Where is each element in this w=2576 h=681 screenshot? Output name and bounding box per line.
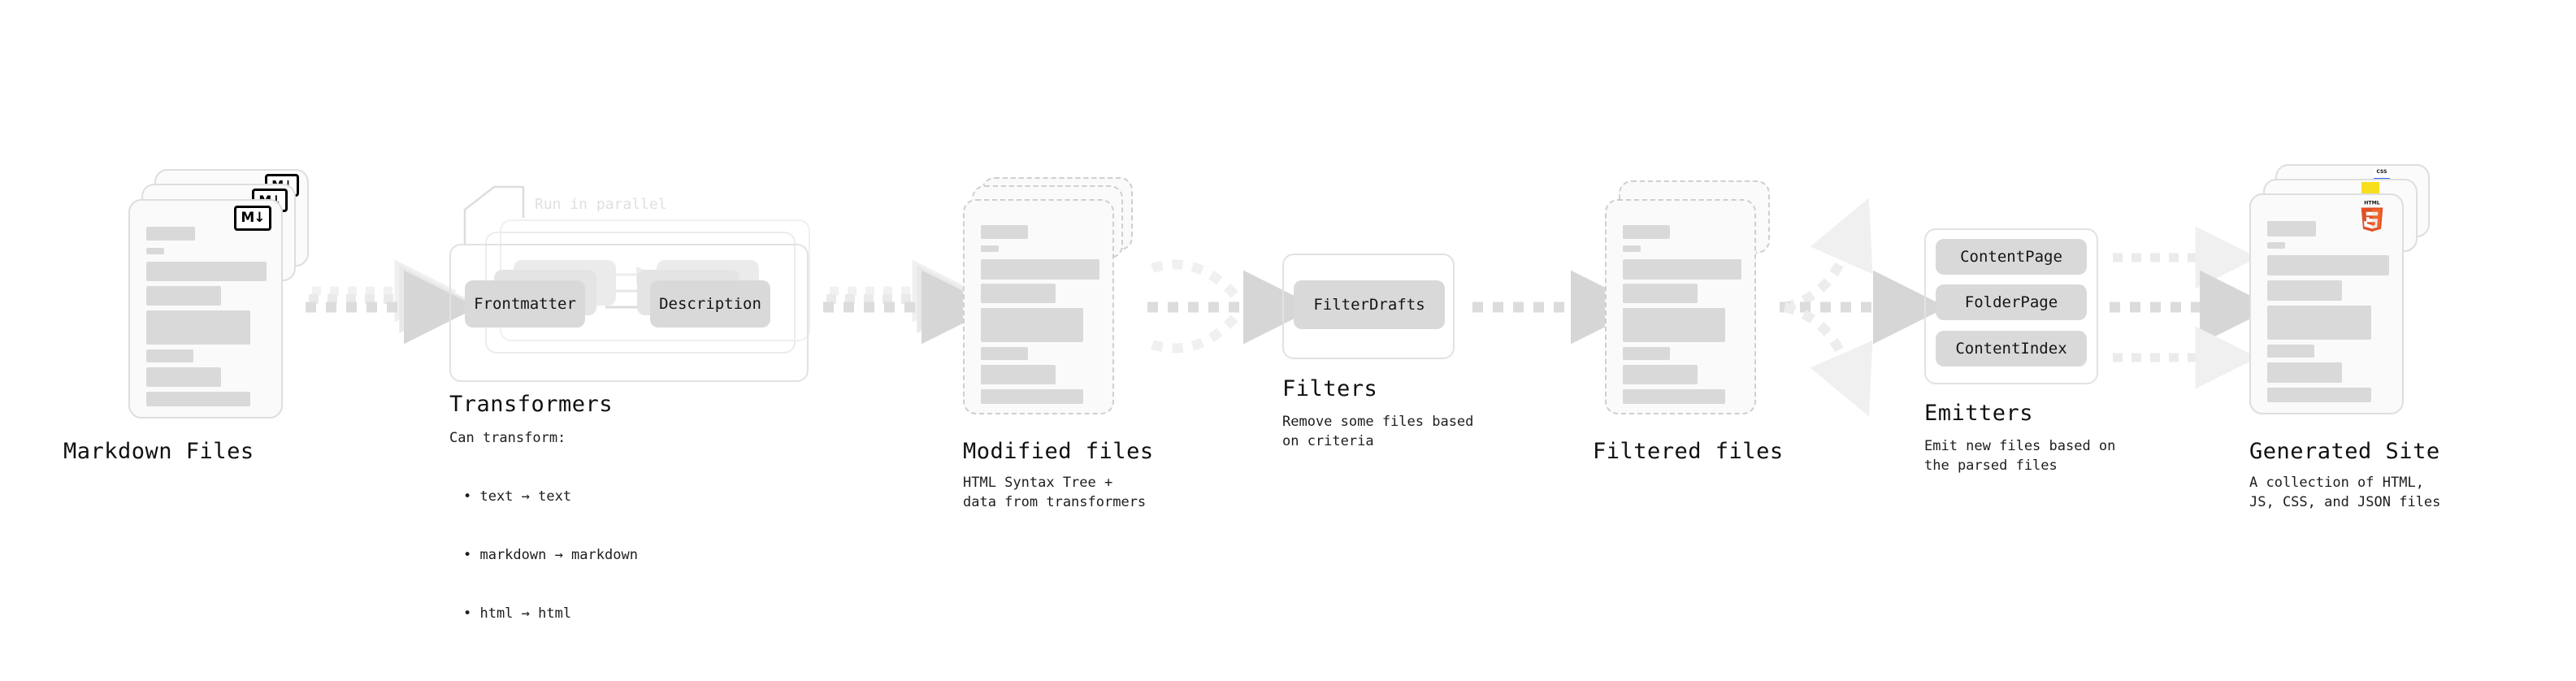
skeleton-block-1 — [2267, 255, 2389, 275]
skeleton-block-4 — [981, 347, 1028, 360]
skeleton-block-2 — [1623, 284, 1698, 303]
stage-title-modified-files: Modified files — [963, 439, 1154, 464]
skeleton-block-4 — [146, 349, 193, 362]
emitters-box — [1924, 228, 2098, 384]
skeleton-subtitle — [146, 248, 164, 254]
generated-site-description: A collection of HTML, JS, CSS, and JSON … — [2249, 475, 2441, 510]
stage-title-filtered-files: Filtered files — [1593, 439, 1784, 464]
skeleton-block-6 — [981, 389, 1083, 404]
skeleton-block-3 — [981, 308, 1083, 342]
emitters-pill-contentpage[interactable]: ContentPage — [1936, 239, 2087, 275]
stage-title-markdown-files: Markdown Files — [63, 439, 254, 464]
skeleton-block-1 — [1623, 259, 1741, 280]
skeleton-block-6 — [1623, 389, 1725, 404]
skeleton-subtitle — [981, 245, 999, 252]
run-in-parallel-bracket — [463, 185, 525, 244]
arrow-transformers-to-modified — [823, 259, 995, 345]
stage-title-generated-site: Generated Site — [2249, 439, 2440, 464]
modified-files-description: HTML Syntax Tree + data from transformer… — [963, 475, 1147, 510]
skeleton-subtitle — [1623, 245, 1641, 252]
skeleton-block-1 — [981, 259, 1099, 280]
skeleton-block-3 — [1623, 308, 1725, 342]
skeleton-heading — [1623, 225, 1670, 239]
arrow-markdown-to-transformers — [306, 259, 478, 345]
transformers-bullet-2: • markdown → markdown — [463, 547, 638, 563]
emitters-pill-folderpage[interactable]: FolderPage — [1936, 284, 2087, 320]
skeleton-block-2 — [146, 286, 221, 306]
skeleton-block-2 — [2267, 280, 2342, 301]
transformers-bullet-3: • html → html — [463, 605, 572, 622]
modified-card-front — [963, 199, 1114, 414]
skeleton-subtitle — [2267, 242, 2285, 249]
skeleton-block-3 — [146, 310, 250, 345]
skeleton-block-5 — [146, 367, 221, 387]
stage-title-emitters: Emitters — [1924, 401, 2034, 426]
skeleton-block-6 — [2267, 388, 2371, 402]
svg-text:HTML: HTML — [2364, 201, 2380, 206]
arrow-modified-to-filters — [1147, 259, 1317, 354]
skeleton-block-2 — [981, 284, 1056, 303]
stage-title-filters: Filters — [1282, 376, 1378, 401]
filters-box — [1282, 254, 1455, 359]
filtered-card-front — [1605, 199, 1756, 414]
transformer-pill-frontmatter[interactable]: Frontmatter — [465, 280, 585, 327]
skeleton-block-6 — [146, 392, 250, 406]
markdown-icon: M↓ — [234, 206, 271, 231]
transformers-description: Can transform: — [449, 430, 566, 446]
skeleton-heading — [981, 225, 1028, 239]
skeleton-heading — [146, 227, 195, 241]
transformers-bullet-1: • text → text — [463, 488, 572, 505]
run-in-parallel-label: Run in parallel — [535, 196, 667, 213]
arrow-filtered-to-emitters — [1780, 197, 1947, 417]
filters-pill-filterdrafts[interactable]: FilterDrafts — [1294, 280, 1445, 329]
transformer-box-front — [449, 244, 809, 382]
transformer-pill-description[interactable]: Description — [650, 280, 770, 327]
markdown-card-front — [128, 199, 283, 419]
skeleton-block-4 — [1623, 347, 1670, 360]
skeleton-block-5 — [1623, 365, 1698, 384]
skeleton-heading — [2267, 221, 2316, 236]
skeleton-block-5 — [981, 365, 1056, 384]
skeleton-block-5 — [2267, 362, 2342, 383]
transformers-bullet-list: • text → text • markdown → markdown • ht… — [463, 448, 638, 662]
filters-description: Remove some files based on criteria — [1282, 414, 1474, 449]
stage-title-transformers: Transformers — [449, 392, 614, 417]
html5-icon: HTML — [2361, 201, 2383, 232]
javascript-icon — [2361, 182, 2379, 194]
emitters-pill-contentindex[interactable]: ContentIndex — [1936, 331, 2087, 367]
site-card-front — [2249, 193, 2404, 414]
arrow-emitters-to-site — [2110, 226, 2274, 389]
skeleton-block-4 — [2267, 345, 2314, 358]
emitters-description: Emit new files based on the parsed files — [1924, 438, 2116, 474]
skeleton-block-3 — [2267, 306, 2371, 340]
skeleton-block-1 — [146, 262, 267, 281]
